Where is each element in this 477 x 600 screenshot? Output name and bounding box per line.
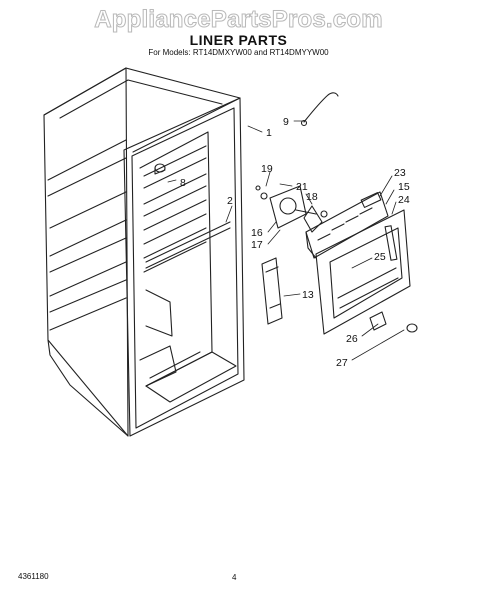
callout-25: 25 [374,251,386,263]
callout-labels: 9 1 8 2 19 21 18 16 17 13 23 15 24 25 26… [180,116,410,369]
callout-26: 26 [346,333,358,345]
diagram-title: LINER PARTS [189,32,288,48]
evaporator-cover [315,209,411,335]
callout-1: 1 [266,127,272,139]
models-caption: For Models: RT14DMXYW00 and RT14DMYYW00 [148,48,329,57]
fan-motor-assembly [255,185,328,233]
part-8-knob [154,163,166,175]
callout-27: 27 [336,357,348,369]
site-watermark: AppliancePartsPros.com [94,6,383,34]
callout-2: 2 [227,195,233,207]
callout-8: 8 [180,177,186,189]
callout-23: 23 [394,167,406,179]
document-number: 4361180 [18,572,49,581]
callout-24: 24 [398,194,410,206]
leader-lines [167,120,405,361]
callout-17: 17 [251,239,263,251]
callout-15: 15 [398,181,410,193]
control-housing [305,191,389,259]
callout-13: 13 [302,289,314,301]
parts-26-27 [369,311,418,333]
part-13-bracket [261,257,283,325]
part-9-wire [300,92,339,127]
callout-18: 18 [306,191,318,203]
cabinet-liner [43,67,245,437]
page-number: 4 [232,573,237,582]
callout-19: 19 [261,163,273,175]
callout-16: 16 [251,227,263,239]
callout-21: 21 [296,181,308,193]
callout-9: 9 [283,116,289,128]
